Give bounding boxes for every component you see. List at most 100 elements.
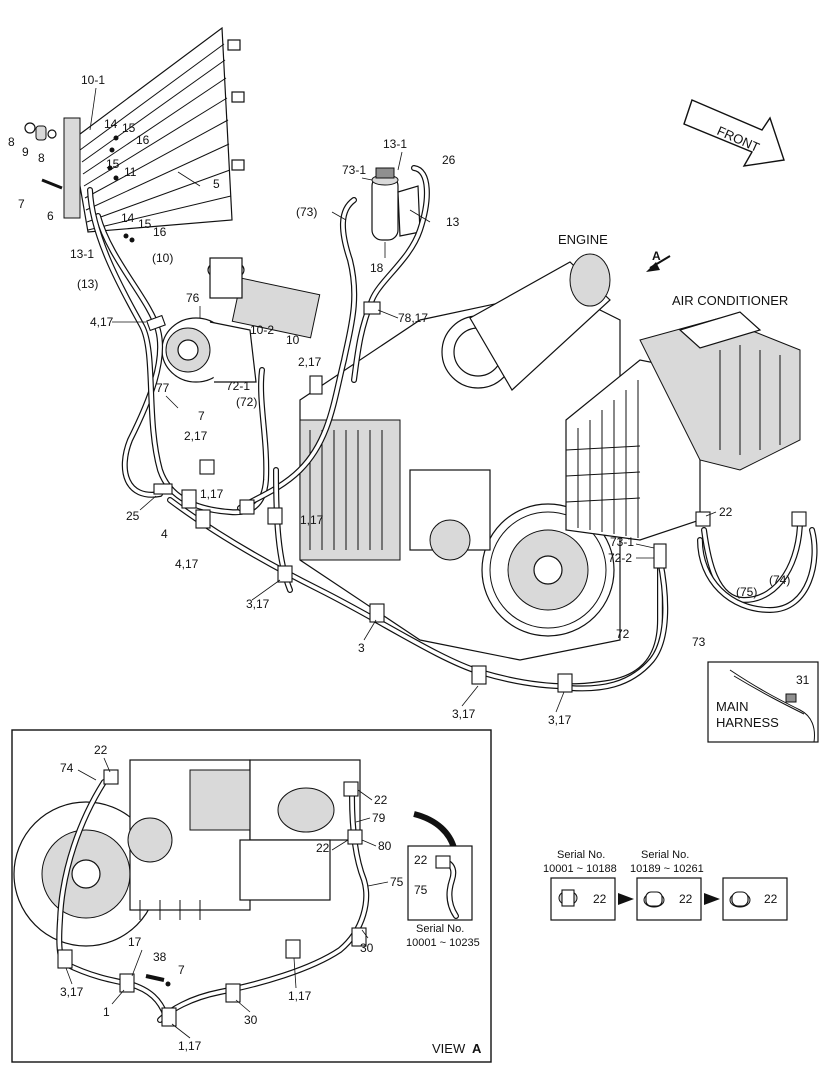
inset-bottom-label: 75 — [414, 883, 428, 897]
callout: 3 — [358, 641, 365, 655]
callout: 3,17 — [60, 985, 84, 999]
harness-part-number: 31 — [796, 673, 810, 687]
view-a-callouts: 22 74 22 79 22 80 75 17 38 7 30 3,17 1 1… — [60, 743, 404, 1053]
callout: 4,17 — [175, 557, 199, 571]
hose-line-inner — [158, 794, 368, 1022]
hose-line-inner — [568, 558, 667, 691]
callout: 22 — [94, 743, 108, 757]
callout: 15 — [138, 217, 152, 231]
callout: 2,17 — [298, 355, 322, 369]
engine-label: ENGINE — [558, 232, 608, 247]
callout: 4,17 — [90, 315, 114, 329]
callout: 3,17 — [246, 597, 270, 611]
callout: 1,17 — [300, 513, 324, 527]
callout: 6 — [47, 209, 54, 223]
callout: 1,17 — [288, 989, 312, 1003]
view-a-prefix: VIEW — [432, 1041, 466, 1056]
hose-line-inner — [96, 214, 162, 497]
hose-line-inner — [352, 166, 429, 382]
callout: (75) — [736, 585, 757, 599]
callout: 7 — [18, 197, 25, 211]
callout: 77 — [156, 381, 170, 395]
serial-label: Serial No. — [557, 849, 605, 861]
callout: 73 — [692, 635, 706, 649]
condenser — [24, 26, 245, 243]
callout: (73) — [296, 205, 317, 219]
hose-line-inner — [88, 188, 269, 515]
callout: 73-1 — [342, 163, 366, 177]
callout: 74 — [60, 761, 74, 775]
callout: 80 — [378, 839, 392, 853]
main-harness-line2: HARNESS — [716, 715, 779, 730]
serial-label: Serial No. — [641, 849, 689, 861]
callout: 7 — [198, 409, 205, 423]
callout: 72-1 — [226, 379, 250, 393]
hose-line-inner — [702, 518, 802, 602]
hose-routes — [87, 165, 818, 692]
serial-range: 10189 ~ 10261 — [630, 863, 704, 875]
callout: 18 — [370, 261, 384, 275]
callout: 22 — [374, 793, 388, 807]
callout: 1,17 — [178, 1039, 202, 1053]
hose-line-inner — [238, 198, 357, 510]
callout: (10) — [152, 251, 173, 265]
view-a-arrow-letter: A — [652, 249, 661, 263]
callout: 10-2 — [250, 323, 274, 337]
serial-range: 10001 ~ 10188 — [543, 863, 617, 875]
serial-part: 22 — [679, 892, 693, 906]
front-arrow-icon: FRONT — [683, 99, 785, 167]
callout: 14 — [121, 211, 135, 225]
callout: 22 — [719, 505, 733, 519]
callout: 1,17 — [200, 487, 224, 501]
callout: 16 — [136, 133, 150, 147]
callout: 10 — [286, 333, 300, 347]
callout: 13 — [446, 215, 460, 229]
main-callouts: 10-1 8 9 8 14 15 16 15 11 7 6 5 14 15 16… — [8, 73, 790, 727]
callout: 3,17 — [548, 713, 572, 727]
callout: (13) — [77, 277, 98, 291]
callout: 76 — [186, 291, 200, 305]
callout: 4 — [161, 527, 168, 541]
callout: 16 — [153, 225, 167, 239]
callout: 7 — [178, 963, 185, 977]
callout: 13-1 — [70, 247, 94, 261]
callout: 78,17 — [398, 311, 428, 325]
hose-line-inner — [168, 498, 662, 689]
callout: (72) — [236, 395, 257, 409]
serial-part: 22 — [764, 892, 778, 906]
compressor — [161, 257, 321, 383]
callout: 5 — [213, 177, 220, 191]
callout: 30 — [360, 941, 374, 955]
callout: 8 — [38, 151, 45, 165]
view-a-leader-lines — [65, 757, 389, 1039]
callout: 15 — [122, 121, 136, 135]
callout: 10-1 — [81, 73, 105, 87]
hose-clamps — [146, 301, 807, 693]
callout: 72-2 — [608, 551, 632, 565]
callout: 15 — [106, 157, 120, 171]
callout: 17 — [128, 935, 142, 949]
callout: 1 — [103, 1005, 110, 1019]
callout: 38 — [153, 950, 167, 964]
inset-top-label: 22 — [414, 853, 428, 867]
air-conditioner-unit — [565, 311, 801, 541]
hose-line-inner — [698, 528, 817, 612]
main-harness-box: 31 MAIN HARNESS — [707, 661, 819, 743]
inset-note-box: 22 75 Serial No. 10001 ~ 10235 — [406, 845, 480, 949]
inset-serial-label: Serial No. — [416, 923, 464, 935]
callout: 2,17 — [184, 429, 208, 443]
view-a-arrow-icon: A — [646, 249, 671, 272]
callout: 75 — [390, 875, 404, 889]
callout: 3,17 — [452, 707, 476, 721]
serial-part: 22 — [593, 892, 607, 906]
callout: 73-1 — [610, 535, 634, 549]
callout: 9 — [22, 145, 29, 159]
callout: 72 — [616, 627, 630, 641]
main-harness-line1: MAIN — [716, 699, 749, 714]
callout: (74) — [769, 573, 790, 587]
air-conditioner-label: AIR CONDITIONER — [672, 293, 788, 308]
callout: 22 — [316, 841, 330, 855]
serial-sequence: 22 22 22 Serial No. 10001 ~ 10188 Serial… — [543, 849, 788, 921]
